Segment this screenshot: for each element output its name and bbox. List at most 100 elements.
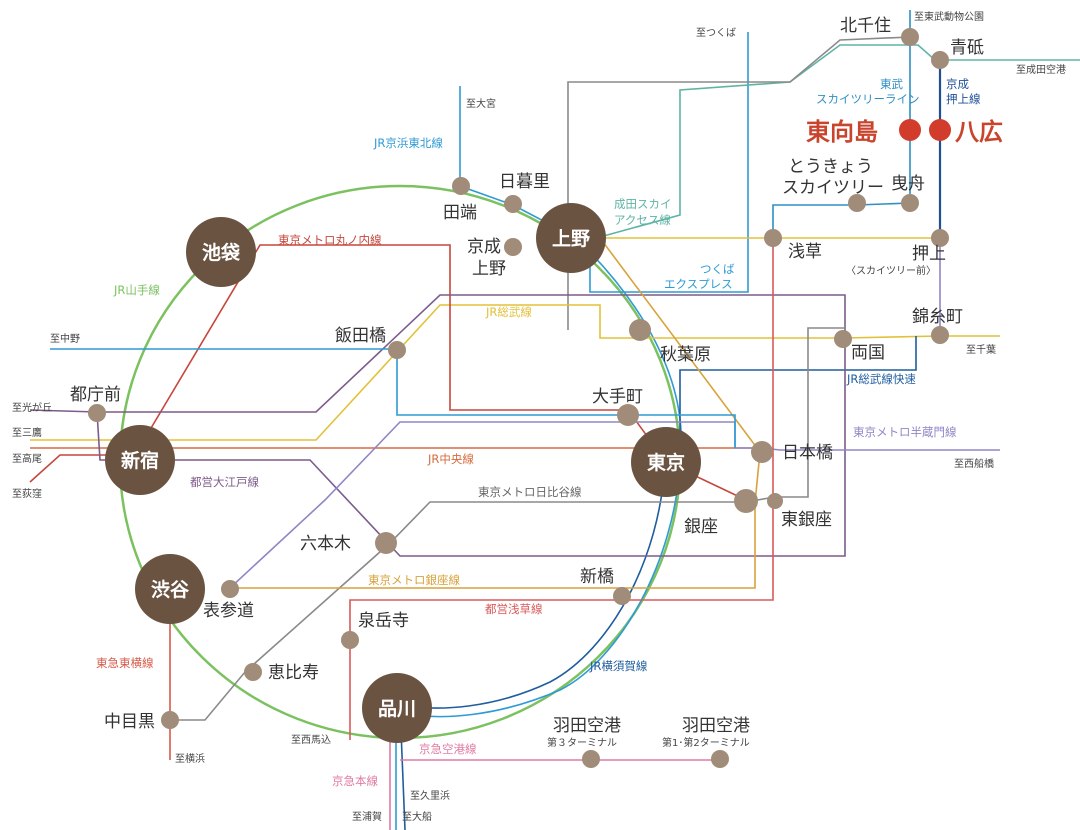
tobu-skytree-line <box>772 10 911 240</box>
otemachi-label: 大手町 <box>592 387 643 407</box>
skytree-line-label-2: スカイツリーライン <box>816 92 920 106</box>
station-tochomae-dot[interactable] <box>88 404 106 422</box>
station-higashimukojima-dot[interactable] <box>899 119 921 141</box>
station-shinagawa-circle[interactable] <box>362 673 432 743</box>
marunouchi-label: 東京メトロ丸ノ内線 <box>278 233 382 247</box>
higashimukojima-label: 東向島 <box>806 118 878 146</box>
station-roppongi-dot[interactable] <box>375 532 397 554</box>
dest-chiba: 至千葉 <box>966 343 996 356</box>
keihin-tohoku-line <box>395 86 682 830</box>
dest-yokohama: 至横浜 <box>175 752 205 765</box>
keisei-label-2: 押上線 <box>946 92 981 106</box>
tsukuba-label-2: エクスプレス <box>664 277 733 291</box>
station-shinjuku-circle[interactable] <box>105 425 175 495</box>
kitasenju-label: 北千住 <box>840 16 891 36</box>
shinjuku-label: 新宿 <box>121 449 159 472</box>
ueno-label: 上野 <box>552 228 590 250</box>
station-ueno-circle[interactable] <box>536 203 606 273</box>
haneda12-label-1: 羽田空港 <box>682 716 750 736</box>
narita-label-1: 成田スカイ <box>614 197 672 211</box>
aoto-label: 青砥 <box>950 38 984 58</box>
station-nakameguro-dot[interactable] <box>161 711 179 729</box>
station-ebisu-dot[interactable] <box>244 663 262 681</box>
station-tabata-dot[interactable] <box>452 177 470 195</box>
asakusa-label: 浅草 <box>788 242 822 262</box>
sobu-rapid-line <box>679 336 917 462</box>
oedo-label: 都営大江戸線 <box>190 475 259 489</box>
shinagawa-label: 品川 <box>378 698 416 720</box>
station-asakusa-dot[interactable] <box>764 229 782 247</box>
yokosuka-label: JR横須賀線 <box>589 659 648 673</box>
station-ginza-dot[interactable] <box>734 489 758 513</box>
hanzomon-label: 東京メトロ半蔵門線 <box>853 425 957 439</box>
dest-takao: 至高尾 <box>12 452 42 465</box>
station-shimbashi-dot[interactable] <box>613 587 631 605</box>
station-haneda3-dot[interactable] <box>582 750 600 768</box>
station-sengakuji-dot[interactable] <box>341 631 359 649</box>
shimbashi-label: 新橋 <box>580 567 614 587</box>
yokosuka-line <box>399 461 666 830</box>
dest-nakano: 至中野 <box>50 332 80 345</box>
hikifune-label: 曳舟 <box>891 174 925 194</box>
station-kitasenju-dot[interactable] <box>901 28 919 46</box>
sengakuji-label: 泉岳寺 <box>358 611 409 631</box>
shibuya-label: 渋谷 <box>151 578 190 601</box>
station-higashiginza-dot[interactable] <box>767 493 783 509</box>
station-yahiro-dot[interactable] <box>929 119 951 141</box>
kinshicho-label: 錦糸町 <box>912 307 963 327</box>
sobu-rapid-label: JR総武線快速 <box>846 372 916 386</box>
keisei-ueno-label-2: 上野 <box>472 259 506 279</box>
skytree-label-1: とうきょう <box>788 157 873 177</box>
nihonbashi-label: 日本橋 <box>782 443 833 463</box>
sobu-label: JR総武線 <box>485 305 532 319</box>
dest-omiya: 至大宮 <box>466 97 496 110</box>
keihin-label: JR京浜東北線 <box>373 136 443 150</box>
hibiya-line <box>170 327 846 721</box>
tokyo-label: 東京 <box>647 451 685 474</box>
highlight-stations <box>899 119 951 141</box>
station-akihabara-dot[interactable] <box>629 319 651 341</box>
station-shibuya-circle[interactable] <box>135 554 205 624</box>
minor-stations <box>88 28 949 768</box>
station-keisei-ueno-dot[interactable] <box>504 238 522 256</box>
station-nihonbashi-dot[interactable] <box>751 441 773 463</box>
station-omotesando-dot[interactable] <box>221 580 239 598</box>
station-ikebukuro-circle[interactable] <box>186 217 256 287</box>
station-oshiage-dot[interactable] <box>931 229 949 247</box>
hanzomon-line <box>229 421 1000 589</box>
keikyu-airport-label: 京急空港線 <box>419 742 477 756</box>
line-labels: JR京浜東北線 東京メトロ丸ノ内線 JR山手線 成田スカイ アクセス線 つくば … <box>96 77 981 788</box>
station-nippori-dot[interactable] <box>504 195 522 213</box>
oshiage-label: 押上 <box>912 244 946 264</box>
station-haneda12-dot[interactable] <box>711 750 729 768</box>
keisei-ueno-label-1: 京成 <box>467 237 501 257</box>
ikebukuro-label: 池袋 <box>202 241 241 264</box>
narita-label-2: アクセス線 <box>614 213 671 227</box>
major-stations <box>105 203 701 743</box>
tozai-line <box>50 348 736 448</box>
station-iidabashi-dot[interactable] <box>388 341 406 359</box>
roppongi-label: 六本木 <box>300 534 351 554</box>
tokyu-label: 東急東横線 <box>96 656 154 670</box>
skytree-label-2: スカイツリー <box>782 178 884 198</box>
station-tokyo-circle[interactable] <box>631 427 701 497</box>
station-labels: 北千住 青砥 東向島 八広 とうきょう スカイツリー 曳舟 押上 〈スカイツリー… <box>70 16 1003 749</box>
station-otemachi-dot[interactable] <box>617 404 639 426</box>
station-skytree-dot[interactable] <box>848 194 866 212</box>
yahiro-label: 八広 <box>955 118 1003 146</box>
akihabara-label: 秋葉原 <box>660 345 711 365</box>
station-kinshicho-dot[interactable] <box>931 326 949 344</box>
nakameguro-label: 中目黒 <box>104 712 155 732</box>
oedo-line <box>29 294 846 557</box>
skytree-line-label-1: 東武 <box>880 77 903 91</box>
major-station-labels: 池袋 上野 新宿 東京 渋谷 品川 <box>121 228 685 720</box>
station-ryogoku-dot[interactable] <box>834 330 852 348</box>
station-aoto-dot[interactable] <box>931 51 949 69</box>
station-hikifune-dot[interactable] <box>901 194 919 212</box>
iidabashi-label: 飯田橋 <box>335 326 386 346</box>
dest-mitaka: 至三鷹 <box>12 426 42 439</box>
keisei-label-1: 京成 <box>946 77 969 91</box>
dest-uraga: 至浦賀 <box>352 810 382 823</box>
